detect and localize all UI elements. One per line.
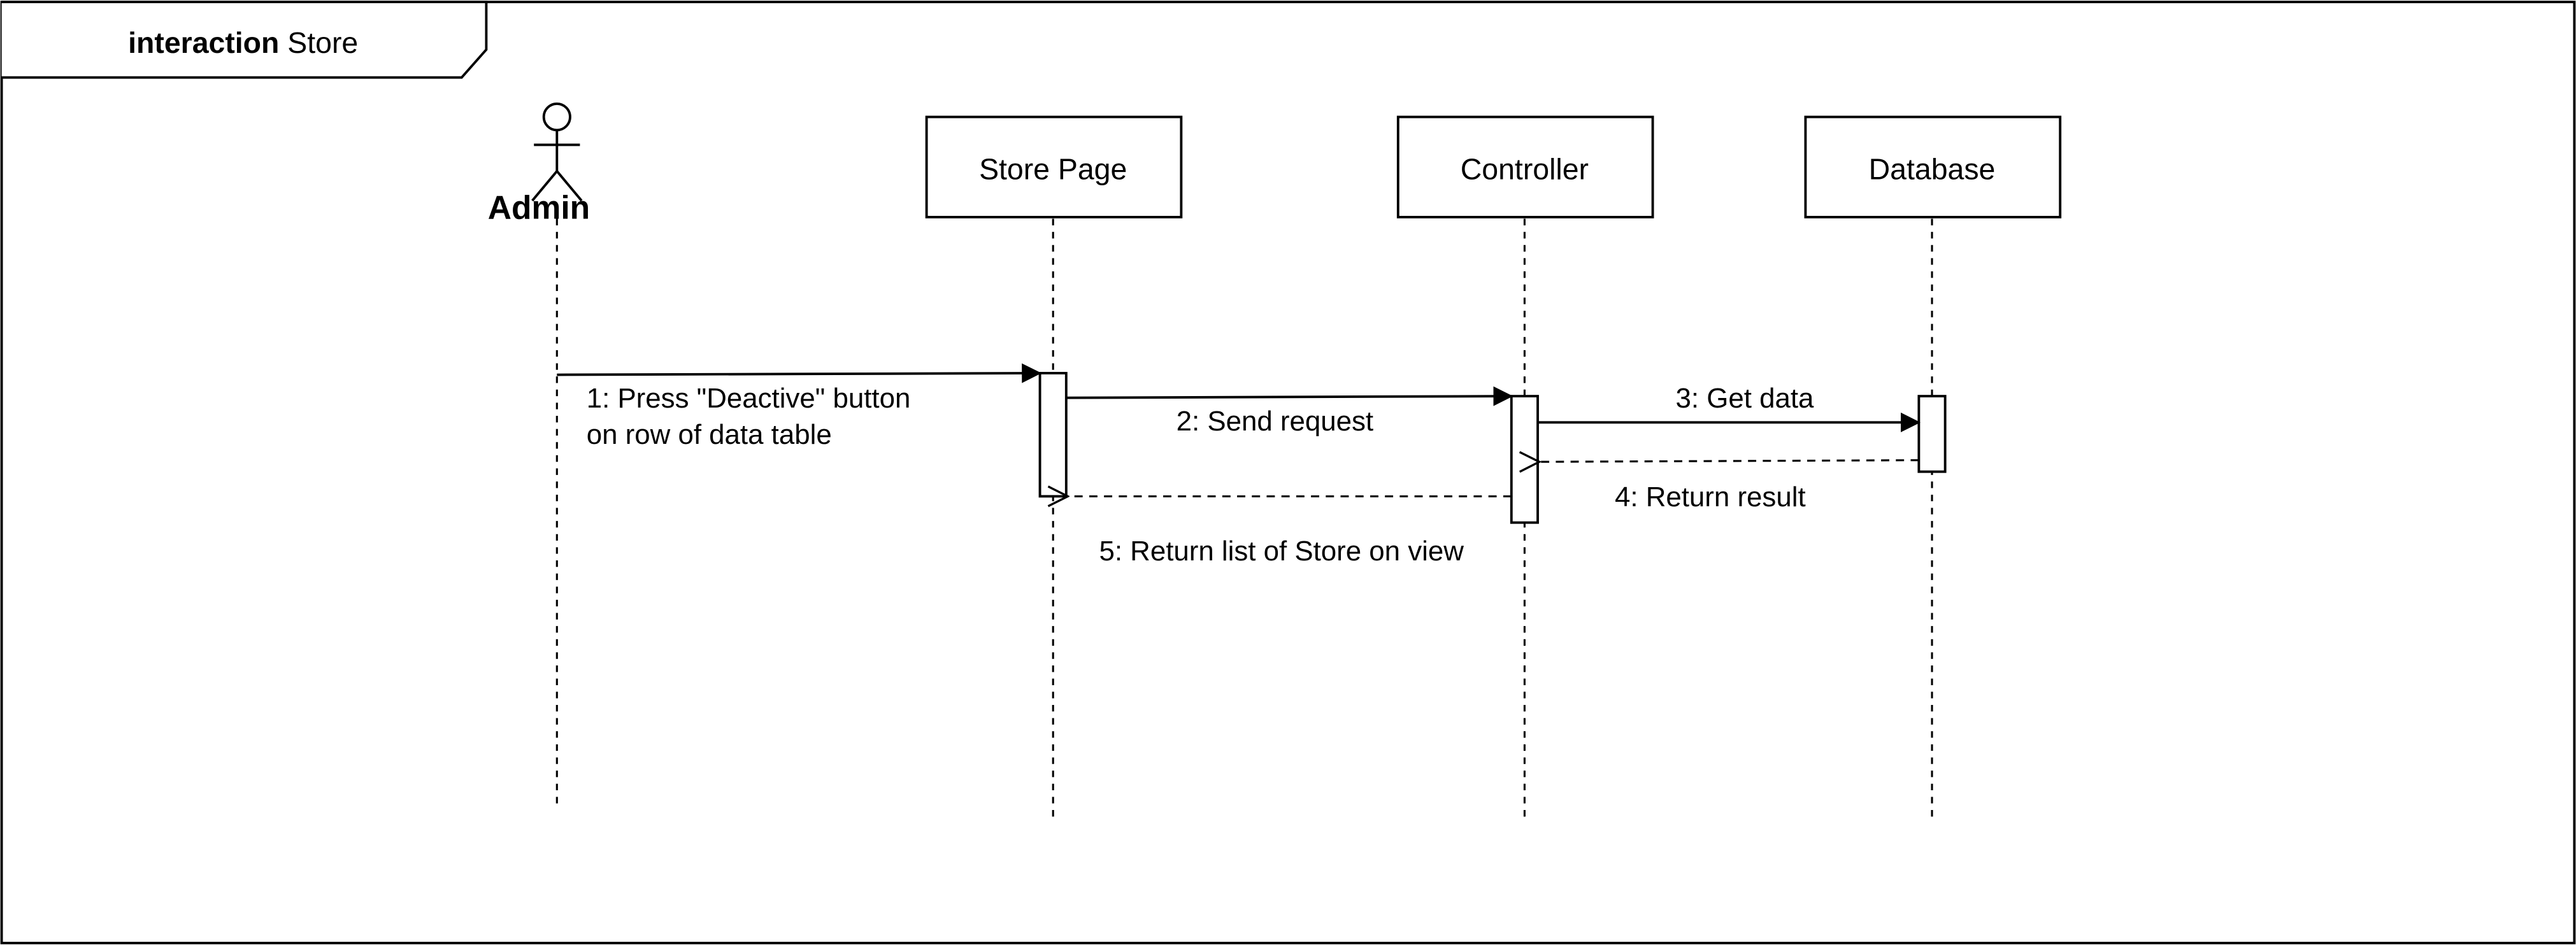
frame-title-tab bbox=[1, 1, 488, 79]
message-1-arrow bbox=[557, 363, 1042, 383]
message-4-arrow bbox=[1540, 460, 1919, 462]
message-5-label: 5: Return list of Store on view bbox=[1099, 536, 1464, 567]
actor-right-leg bbox=[555, 170, 583, 202]
activation-controller bbox=[1510, 395, 1539, 524]
actor-head bbox=[542, 103, 571, 132]
message-2-arrow bbox=[1066, 386, 1513, 406]
message-1-label-line2: on row of data table bbox=[587, 419, 832, 450]
frame-title: interaction Store bbox=[128, 26, 358, 59]
controller-label: Controller bbox=[1461, 153, 1589, 186]
database-box bbox=[1804, 115, 2062, 218]
frame-keyword: interaction bbox=[128, 26, 279, 59]
database-label: Database bbox=[1869, 153, 1996, 186]
message-1-label-line1: 1: Press "Deactive" button bbox=[587, 383, 911, 414]
controller-box bbox=[1396, 115, 1654, 218]
participant-store-page: Store Page bbox=[925, 115, 1183, 218]
participant-controller: Controller bbox=[1396, 115, 1654, 218]
message-2-label: 2: Send request bbox=[1177, 406, 1373, 437]
message-3-label: 3: Get data bbox=[1676, 383, 1814, 414]
activation-store-page bbox=[1038, 372, 1068, 498]
actor-label: Admin bbox=[488, 189, 590, 226]
activation-database bbox=[1917, 395, 1947, 473]
actor-left-leg bbox=[531, 170, 558, 202]
participant-database: Database bbox=[1804, 115, 2062, 218]
actor-admin: Admin bbox=[488, 103, 590, 226]
frame-name: Store bbox=[287, 26, 358, 59]
store-page-label: Store Page bbox=[979, 153, 1127, 186]
message-4-label: 4: Return result bbox=[1615, 481, 1806, 513]
store-page-box bbox=[925, 115, 1183, 218]
